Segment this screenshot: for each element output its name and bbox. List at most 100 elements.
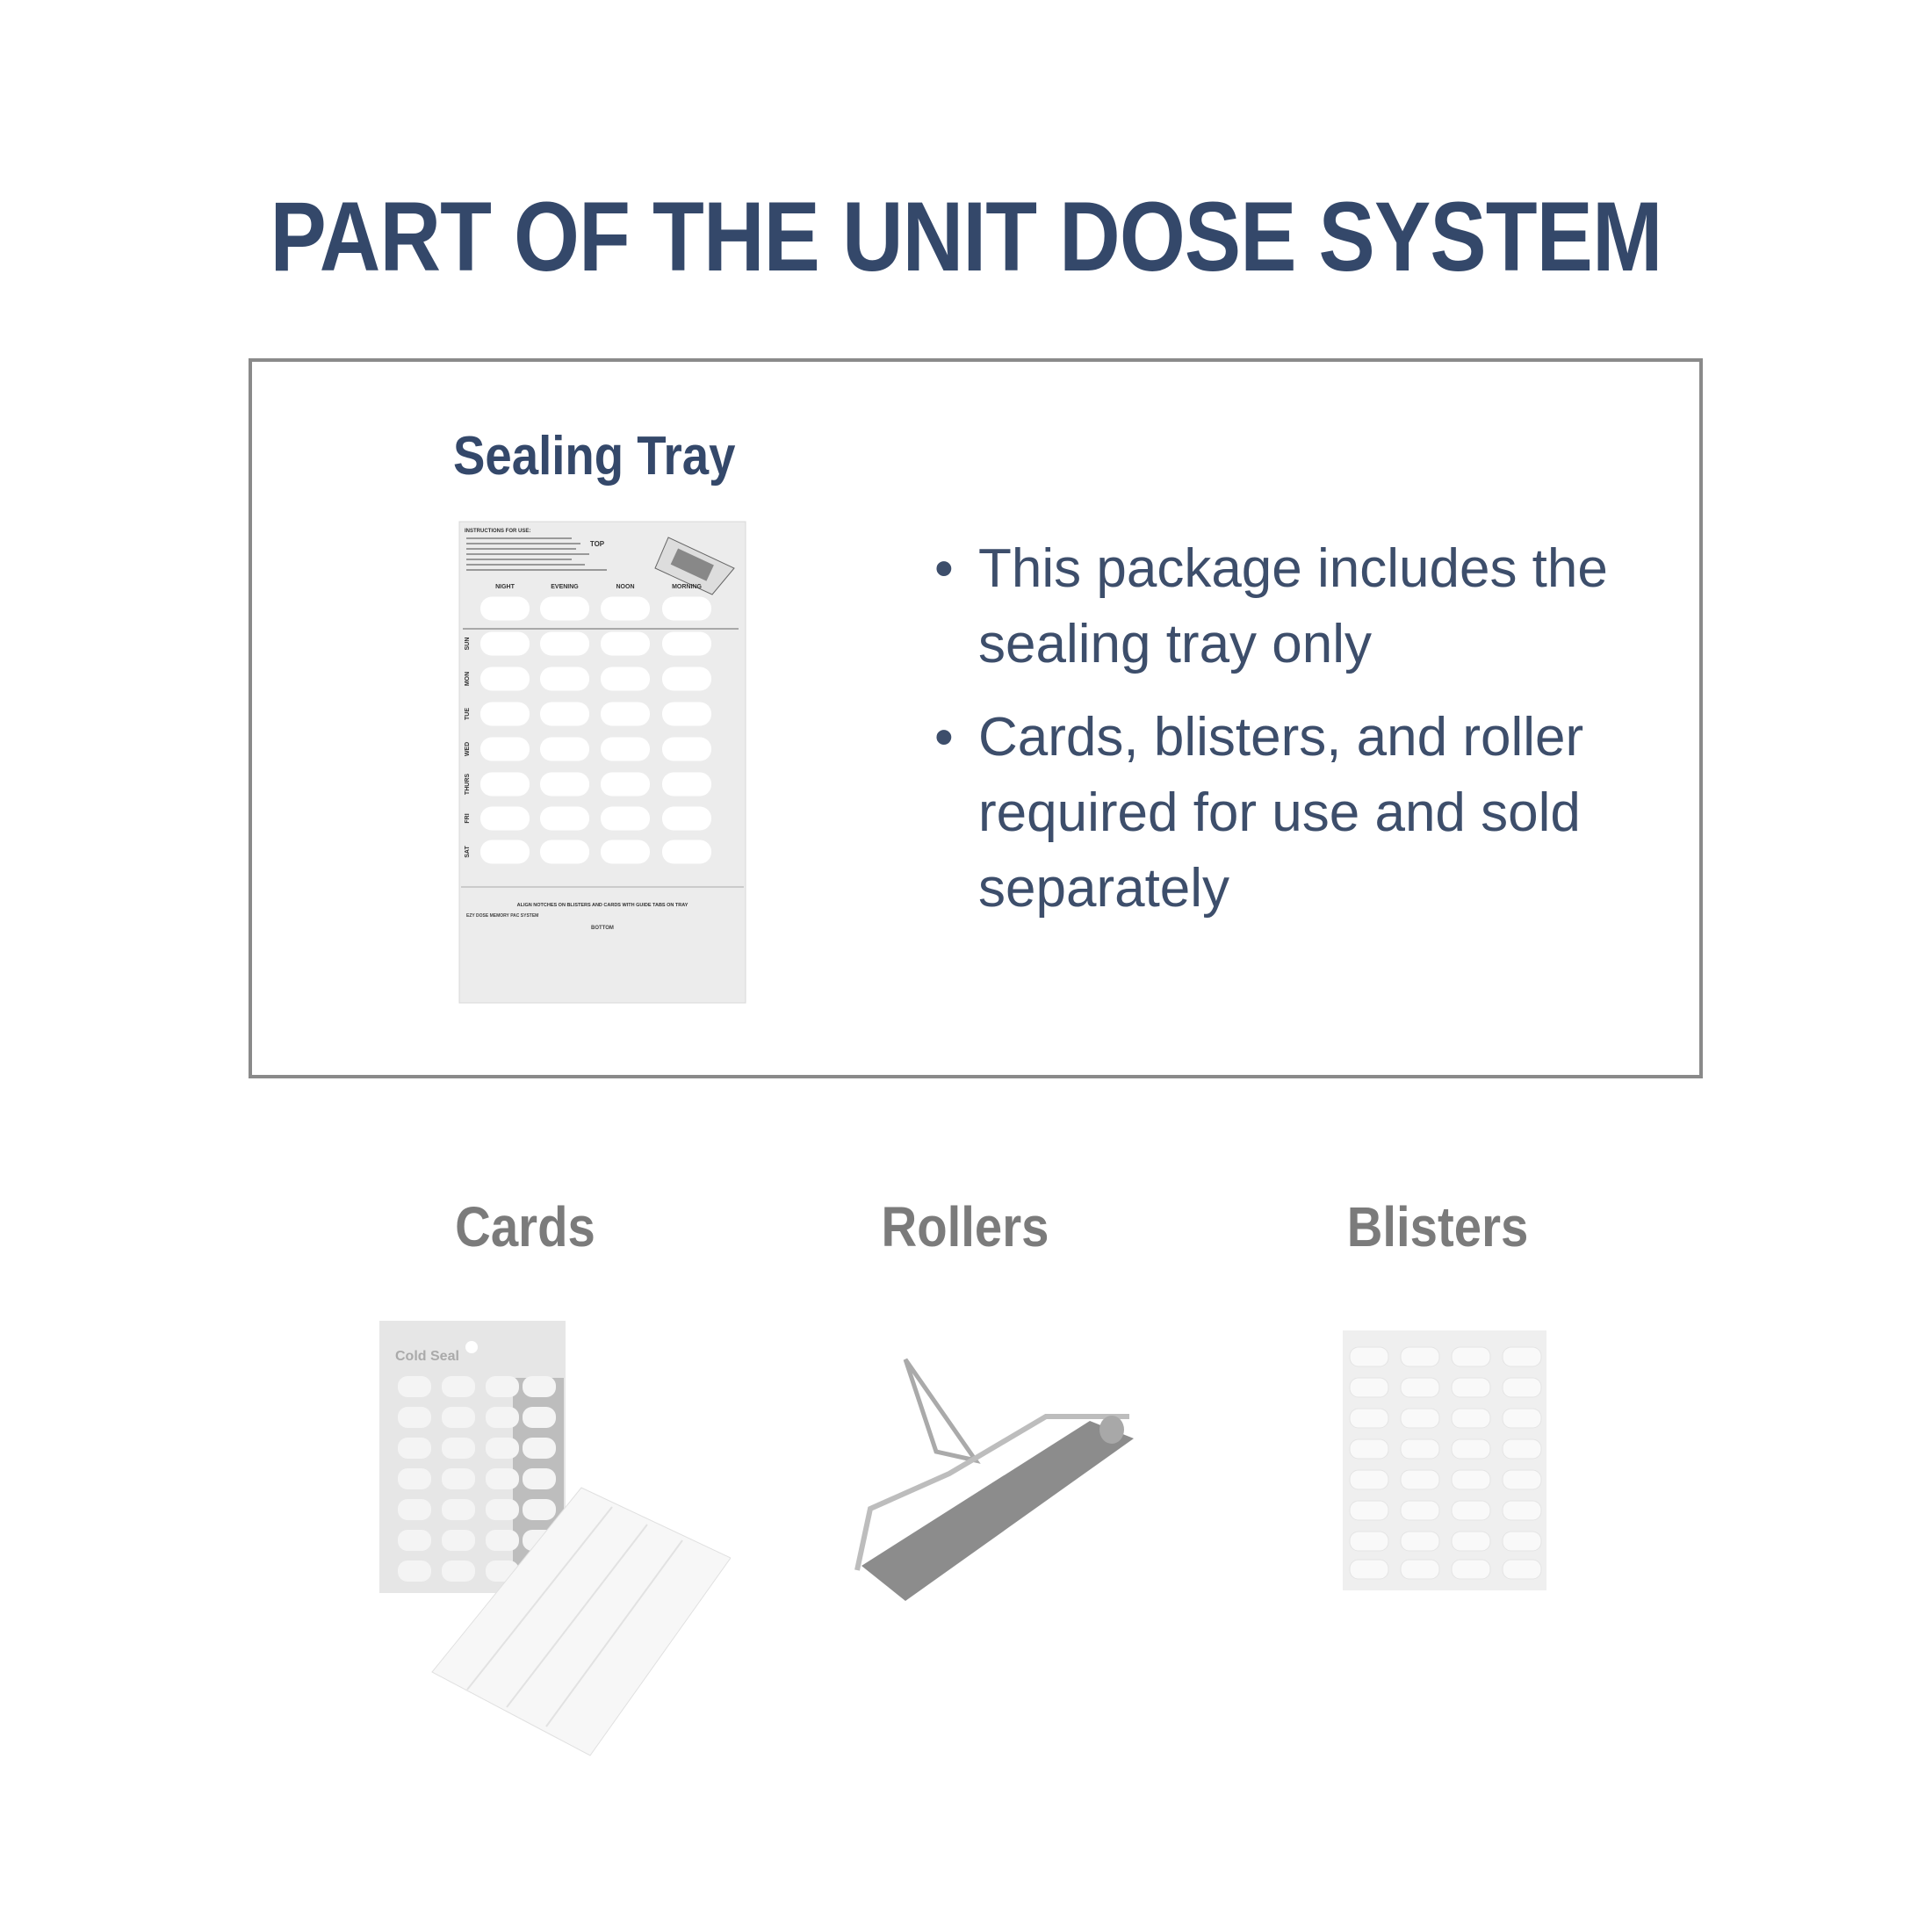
- slot: [1502, 1500, 1542, 1521]
- cards-image: Cold Seal: [379, 1321, 731, 1756]
- slot: [1349, 1408, 1389, 1429]
- slot: [1349, 1469, 1389, 1490]
- slot: [398, 1376, 431, 1397]
- slot: [540, 840, 589, 864]
- slot: [1451, 1469, 1491, 1490]
- slot: [601, 702, 650, 726]
- slot: [442, 1407, 475, 1428]
- slot: [601, 806, 650, 831]
- bullet-item: •Cards, blisters, and roller required fo…: [931, 700, 1669, 926]
- slot: [486, 1376, 519, 1397]
- slot: [1502, 1408, 1542, 1429]
- slot: [398, 1530, 431, 1551]
- slot: [398, 1561, 431, 1582]
- tray-day-mon: MON: [465, 672, 471, 686]
- slot: [486, 1530, 519, 1551]
- tray-column-noon: NOON: [616, 584, 635, 590]
- included-item-panel: [249, 358, 1703, 1078]
- slot: [486, 1468, 519, 1489]
- slot: [442, 1468, 475, 1489]
- slot: [486, 1407, 519, 1428]
- slot: [1502, 1559, 1542, 1580]
- slot: [480, 772, 530, 797]
- slot: [398, 1468, 431, 1489]
- slot: [1400, 1559, 1440, 1580]
- slot: [1451, 1500, 1491, 1521]
- slot: [601, 596, 650, 621]
- slot: [442, 1438, 475, 1459]
- slot: [1349, 1377, 1389, 1398]
- tray-day-tue: TUE: [465, 708, 471, 720]
- slot: [398, 1407, 431, 1428]
- slot: [480, 702, 530, 726]
- package-notes: •This package includes the sealing tray …: [931, 531, 1669, 944]
- slot: [1502, 1531, 1542, 1552]
- tray-day-thurs: THURS: [465, 774, 471, 795]
- slot: [1502, 1469, 1542, 1490]
- sealing-tray-heading: Sealing Tray: [453, 426, 736, 487]
- slot: [540, 806, 589, 831]
- slot: [1349, 1438, 1389, 1460]
- tray-instructions-heading: INSTRUCTIONS FOR USE:: [465, 529, 530, 534]
- slot: [442, 1530, 475, 1551]
- bullet-text: Cards, blisters, and roller required for…: [978, 707, 1584, 919]
- slot: [1502, 1438, 1542, 1460]
- slot: [1400, 1346, 1440, 1367]
- slot: [540, 631, 589, 656]
- tray-column-morning: MORNING: [672, 584, 702, 590]
- slot: [601, 840, 650, 864]
- slot: [480, 840, 530, 864]
- slot: [601, 737, 650, 761]
- slot: [1400, 1469, 1440, 1490]
- slot: [486, 1499, 519, 1520]
- slot: [1400, 1500, 1440, 1521]
- slot: [1451, 1377, 1491, 1398]
- tray-top-label: TOP: [590, 540, 605, 548]
- slot: [1349, 1346, 1389, 1367]
- slot: [398, 1438, 431, 1459]
- slot: [523, 1468, 556, 1489]
- bullet-icon: •: [934, 538, 954, 599]
- tray-bottom-label: BOTTOM: [591, 926, 614, 931]
- slot: [601, 772, 650, 797]
- slot: [523, 1438, 556, 1459]
- slot: [480, 596, 530, 621]
- slot: [1349, 1531, 1389, 1552]
- slot: [540, 702, 589, 726]
- slot: [662, 840, 711, 864]
- slot: [540, 772, 589, 797]
- slot: [1349, 1500, 1389, 1521]
- slot: [1451, 1346, 1491, 1367]
- slot: [523, 1376, 556, 1397]
- slot: [523, 1407, 556, 1428]
- slot: [1349, 1559, 1389, 1580]
- slot: [540, 737, 589, 761]
- slot: [662, 702, 711, 726]
- slot: [662, 737, 711, 761]
- slot: [480, 737, 530, 761]
- slot: [480, 806, 530, 831]
- tray-day-fri: FRI: [465, 813, 471, 823]
- slot: [601, 631, 650, 656]
- sealing-tray-image: INSTRUCTIONS FOR USE: TOP NIGHT EVENING …: [458, 521, 746, 1004]
- tray-column-evening: EVENING: [551, 584, 579, 590]
- slot: [1400, 1531, 1440, 1552]
- slot: [486, 1438, 519, 1459]
- accessory-cards-label: Cards: [455, 1195, 595, 1258]
- slot: [523, 1499, 556, 1520]
- slot: [662, 806, 711, 831]
- slot: [662, 631, 711, 656]
- slot: [1400, 1408, 1440, 1429]
- slot: [1451, 1438, 1491, 1460]
- slot: [662, 667, 711, 691]
- cards-product-text: Cold Seal: [395, 1349, 459, 1364]
- page-title: PART OF THE UNIT DOSE SYSTEM: [270, 182, 1663, 292]
- roller-image: [854, 1358, 1134, 1601]
- slot: [442, 1561, 475, 1582]
- accessory-rollers-label: Rollers: [881, 1195, 1049, 1258]
- slot: [1451, 1531, 1491, 1552]
- slot: [1400, 1438, 1440, 1460]
- slot: [1400, 1377, 1440, 1398]
- slot: [662, 772, 711, 797]
- blisters-image: [1343, 1330, 1546, 1590]
